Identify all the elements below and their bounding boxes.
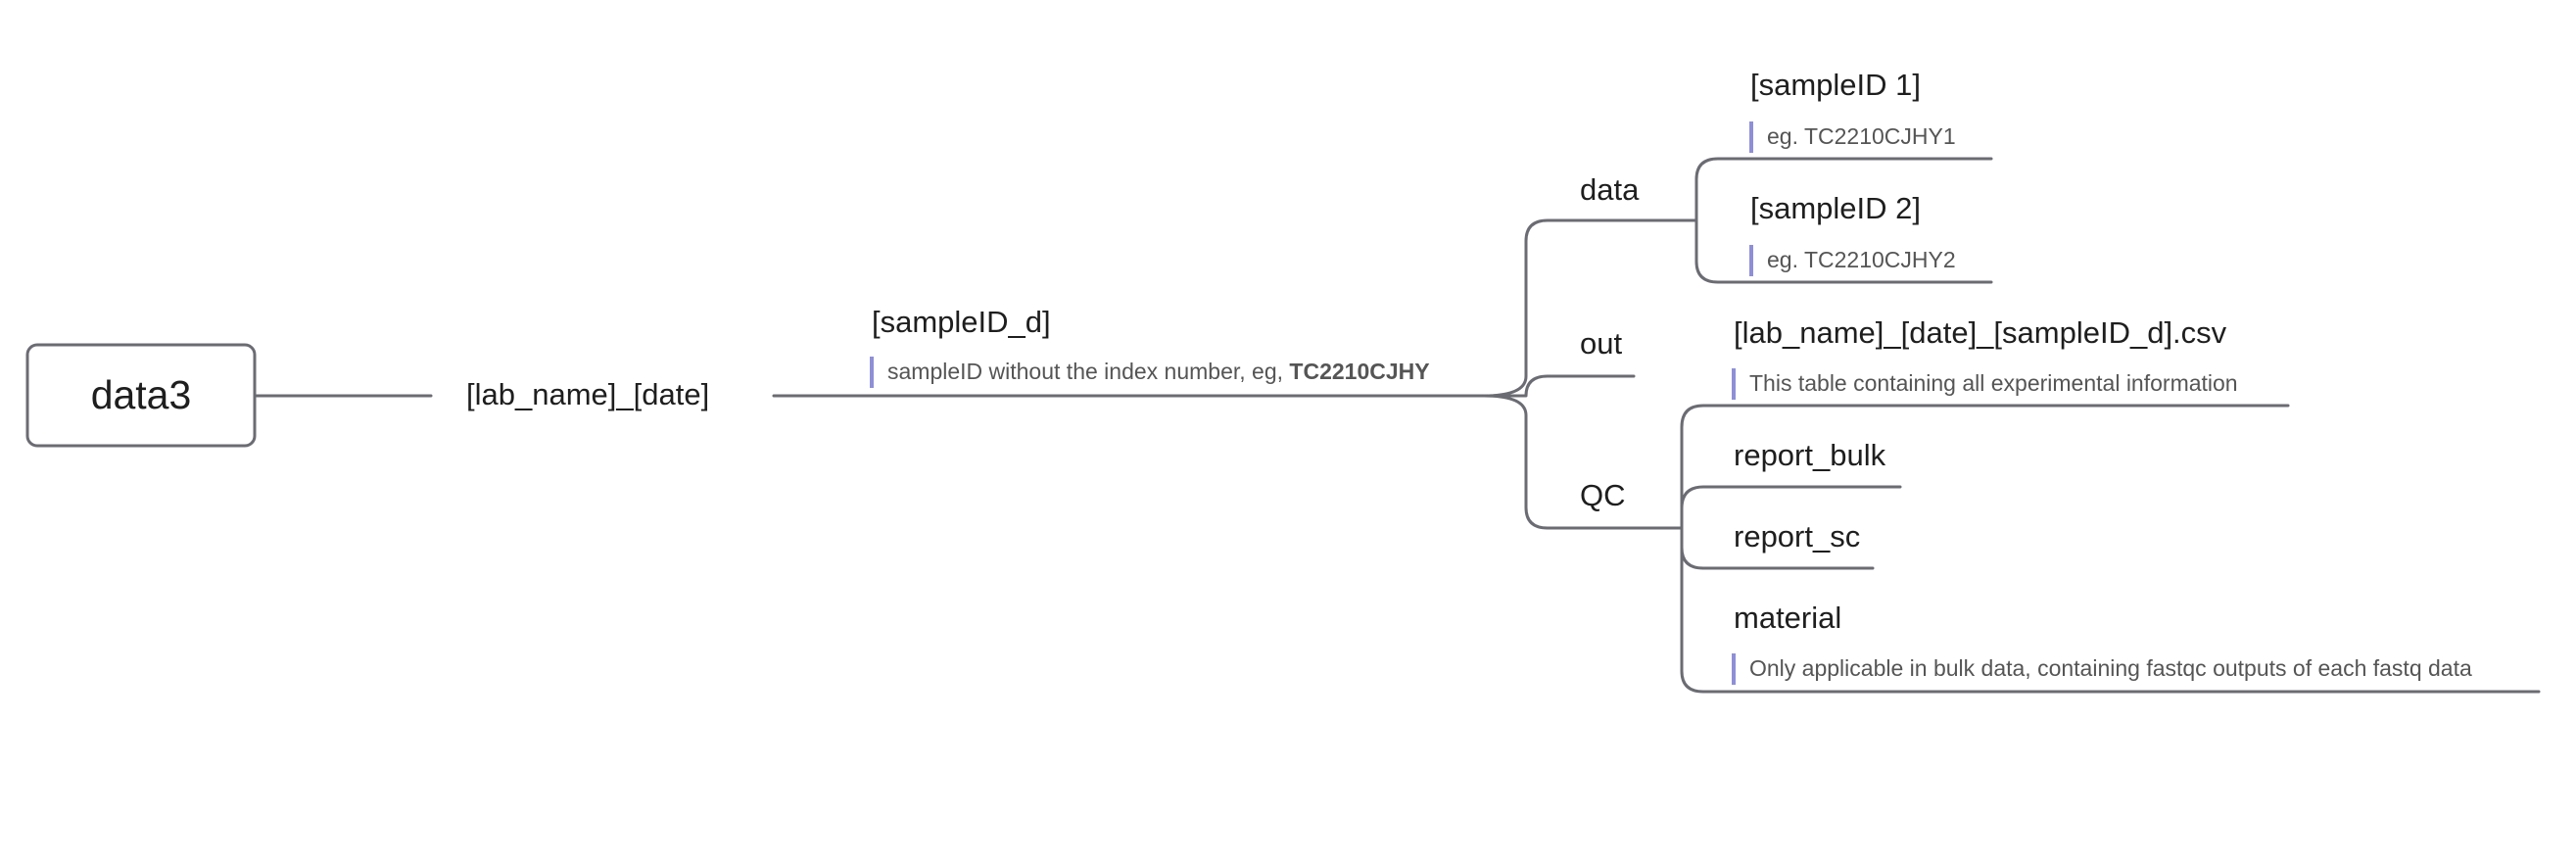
lab-node-label[interactable]: [lab_name]_[date] bbox=[466, 377, 710, 411]
qc-node-label[interactable]: QC bbox=[1580, 478, 1626, 512]
report-bulk-node-label[interactable]: report_bulk bbox=[1734, 438, 1886, 472]
edge-qc-material bbox=[1680, 526, 2541, 694]
report-sc-node-label[interactable]: report_sc bbox=[1734, 519, 1861, 553]
root-node-box bbox=[25, 343, 257, 448]
note-bar bbox=[870, 357, 874, 388]
material-node-label[interactable]: material bbox=[1734, 601, 1842, 635]
sampleid-2-node-label[interactable]: [sampleID 2] bbox=[1750, 191, 1922, 225]
sample-note: sampleID without the index number, eg, T… bbox=[870, 357, 1430, 388]
sampleid-2-note: eg. TC2210CJHY2 bbox=[1749, 245, 1956, 276]
sampleid-2-note-text: eg. TC2210CJHY2 bbox=[1767, 247, 1956, 272]
edge-sample-out bbox=[1482, 374, 1636, 398]
edge-data-sample1 bbox=[1694, 157, 1993, 222]
sampleid-1-note-text: eg. TC2210CJHY1 bbox=[1767, 123, 1956, 149]
material-note: Only applicable in bulk data, containing… bbox=[1732, 653, 2472, 685]
csv-file-node-label[interactable]: [lab_name]_[date]_[sampleID_d].csv bbox=[1734, 315, 2227, 350]
edge-sample-data bbox=[1482, 218, 1698, 398]
sampleid-1-node-label[interactable]: [sampleID 1] bbox=[1750, 68, 1922, 102]
out-node-label[interactable]: out bbox=[1580, 326, 1623, 361]
material-note-text: Only applicable in bulk data, containing… bbox=[1749, 655, 2472, 681]
note-bar bbox=[1732, 653, 1736, 685]
edge-sample-qc bbox=[1482, 394, 1684, 530]
sample-node-label[interactable]: [sampleID_d] bbox=[872, 305, 1051, 339]
edge-data-sample2 bbox=[1694, 218, 1993, 284]
csv-file-note-text: This table containing all experimental i… bbox=[1749, 370, 2238, 396]
csv-file-note: This table containing all experimental i… bbox=[1732, 368, 2238, 400]
note-bar bbox=[1732, 368, 1736, 400]
sample-note-text: sampleID without the index number, eg, bbox=[887, 359, 1290, 384]
sampleid-1-note: eg. TC2210CJHY1 bbox=[1749, 121, 1956, 153]
note-bar bbox=[1749, 245, 1753, 276]
sample-note-bold: TC2210CJHY bbox=[1289, 359, 1430, 384]
edge-qc-report-bulk bbox=[1680, 485, 1902, 530]
data-node-label[interactable]: data bbox=[1580, 172, 1640, 207]
edge-qc-csvline bbox=[1680, 404, 2290, 530]
note-bar bbox=[1749, 121, 1753, 153]
root-node-label[interactable]: data3 bbox=[90, 372, 192, 417]
